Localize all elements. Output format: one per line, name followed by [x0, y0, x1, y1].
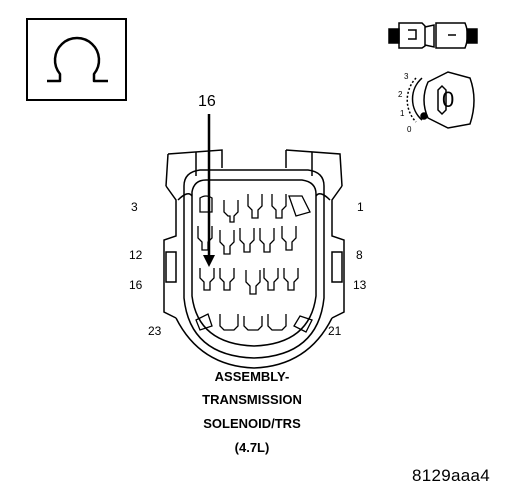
terminal-cavities	[195, 194, 313, 333]
caption-line: ASSEMBLY-	[214, 369, 290, 384]
pin-label-right: 1	[357, 200, 364, 214]
meter-dial-icon	[406, 71, 475, 129]
dial-number: 0	[407, 125, 412, 134]
callout-pin-number: 16	[198, 93, 216, 110]
figure-id: 8129aaa4	[411, 466, 490, 485]
dial-number: 3	[404, 72, 409, 81]
switch-position: 0	[442, 87, 455, 112]
meter-probe-icon	[388, 22, 478, 49]
caption-line: (4.7L)	[234, 440, 270, 455]
pin-label-right: 8	[356, 248, 363, 262]
pin-label-left: 23	[148, 324, 162, 338]
connector-housing	[163, 149, 345, 369]
pin-label-left: 16	[129, 278, 143, 292]
dial-number: 2	[398, 90, 403, 99]
caption-line: TRANSMISSION	[202, 392, 302, 407]
caption-line: SOLENOID/TRS	[203, 416, 301, 431]
dial-number: 1	[400, 109, 405, 118]
ohm-symbol-icon	[26, 18, 127, 101]
pin-label-right: 21	[328, 324, 342, 338]
pin-label-left: 12	[129, 248, 143, 262]
pin-16-callout-arrow	[203, 114, 215, 267]
pin-label-left: 3	[131, 200, 138, 214]
pin-label-right: 13	[353, 278, 367, 292]
